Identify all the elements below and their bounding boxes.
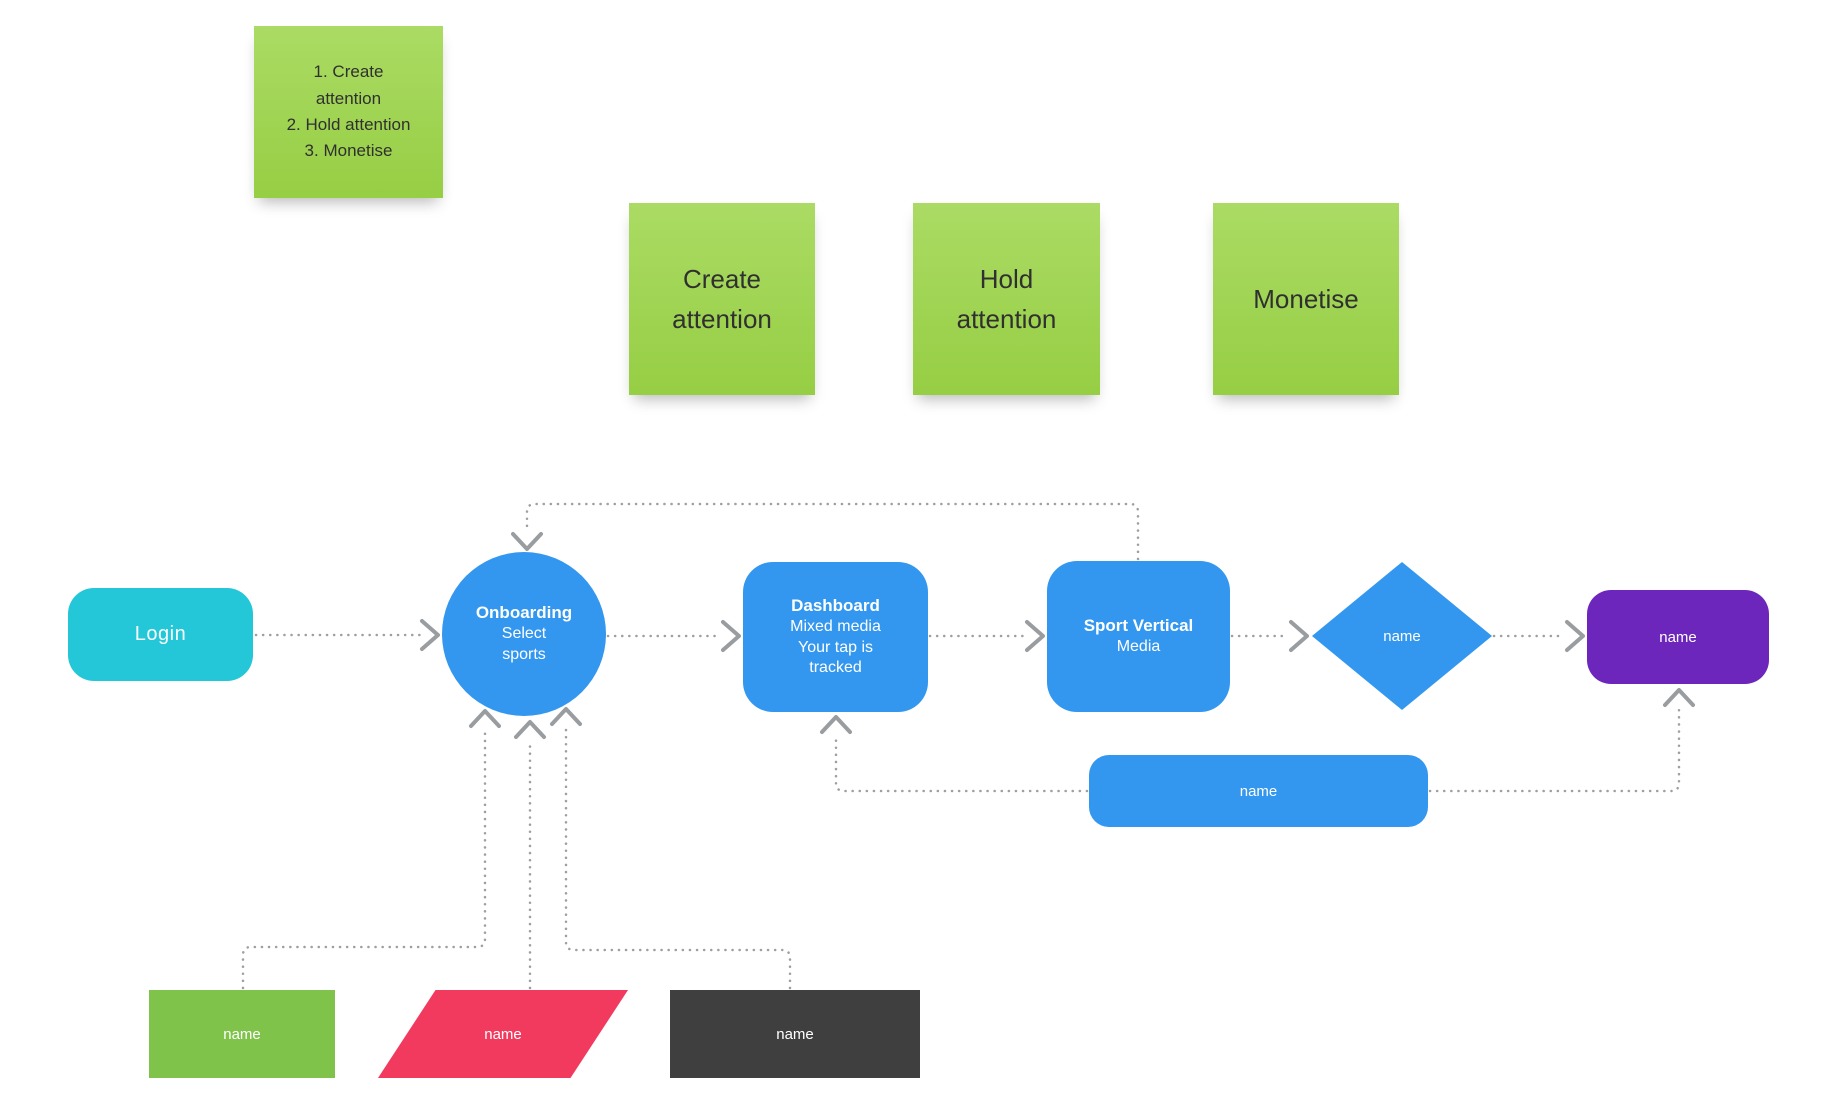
node-outcome[interactable]: name — [1587, 590, 1769, 684]
node-input-pink-label: name — [484, 1025, 522, 1043]
sticky-note-create-attention[interactable]: Create attention — [629, 203, 815, 395]
node-input-dark[interactable]: name — [670, 990, 920, 1078]
node-sport-vertical-title: Sport Vertical — [1083, 616, 1194, 636]
arrowhead-into-onboarding-bottomleft — [469, 709, 501, 728]
connector-inputdark-onboarding[interactable] — [564, 725, 792, 990]
node-outcome-label: name — [1659, 628, 1697, 646]
node-feedback-label: name — [1239, 782, 1278, 800]
node-dashboard-line1: Mixed media — [790, 617, 881, 635]
sticky-note-summary[interactable]: 1. Create attention 2. Hold attention 3.… — [254, 26, 443, 198]
node-decision-label: name — [1383, 627, 1421, 645]
sticky-note-summary-text: 1. Create attention 2. Hold attention 3.… — [286, 62, 411, 161]
node-input-dark-label: name — [776, 1025, 814, 1043]
arrowhead-into-dashboard-left — [721, 620, 741, 652]
connector-feedback-dashboard[interactable] — [834, 733, 1089, 793]
sticky-note-monetise[interactable]: Monetise — [1213, 203, 1399, 395]
connector-inputgreen-onboarding[interactable] — [241, 727, 487, 990]
sticky-note-hold-attention[interactable]: Hold attention — [913, 203, 1100, 395]
node-input-green[interactable]: name — [149, 990, 335, 1078]
arrowhead-into-sportvertical-left — [1025, 620, 1045, 652]
arrowhead-into-outcome-bottom — [1663, 688, 1695, 707]
node-sport-vertical[interactable]: Sport Vertical Media — [1047, 561, 1230, 712]
arrowhead-into-dashboard-bottom — [820, 715, 852, 734]
node-dashboard[interactable]: Dashboard Mixed media Your tap is tracke… — [743, 562, 928, 712]
connector-sportvertical-loop-onboarding[interactable] — [525, 502, 1140, 561]
node-sport-vertical-subtitle: Media — [1116, 638, 1161, 656]
node-onboarding-title: Onboarding — [475, 603, 573, 623]
sticky-note-create-attention-text: Create attention — [672, 263, 772, 334]
arrowhead-into-outcome-left — [1565, 620, 1585, 652]
node-login[interactable]: Login — [68, 588, 253, 681]
node-feedback[interactable]: name — [1089, 755, 1428, 827]
connector-feedback-outcome[interactable] — [1428, 706, 1681, 793]
node-dashboard-title: Dashboard — [791, 595, 880, 615]
node-login-label: Login — [134, 623, 187, 645]
arrowhead-into-decision-left — [1289, 620, 1309, 652]
node-onboarding-subtitle: Select sports — [501, 625, 547, 664]
arrowhead-into-onboarding-bottomcenter — [514, 720, 546, 739]
sticky-note-hold-attention-text: Hold attention — [956, 263, 1057, 334]
node-dashboard-line2: Your tap is tracked — [797, 638, 873, 677]
arrowhead-into-onboarding-top — [511, 532, 543, 551]
arrowhead-into-onboarding-bottomright — [550, 707, 582, 726]
node-onboarding[interactable]: Onboarding Select sports — [442, 552, 606, 716]
node-input-green-label: name — [223, 1025, 261, 1043]
arrowhead-into-onboarding-left — [420, 619, 440, 651]
sticky-note-monetise-text: Monetise — [1253, 283, 1359, 314]
